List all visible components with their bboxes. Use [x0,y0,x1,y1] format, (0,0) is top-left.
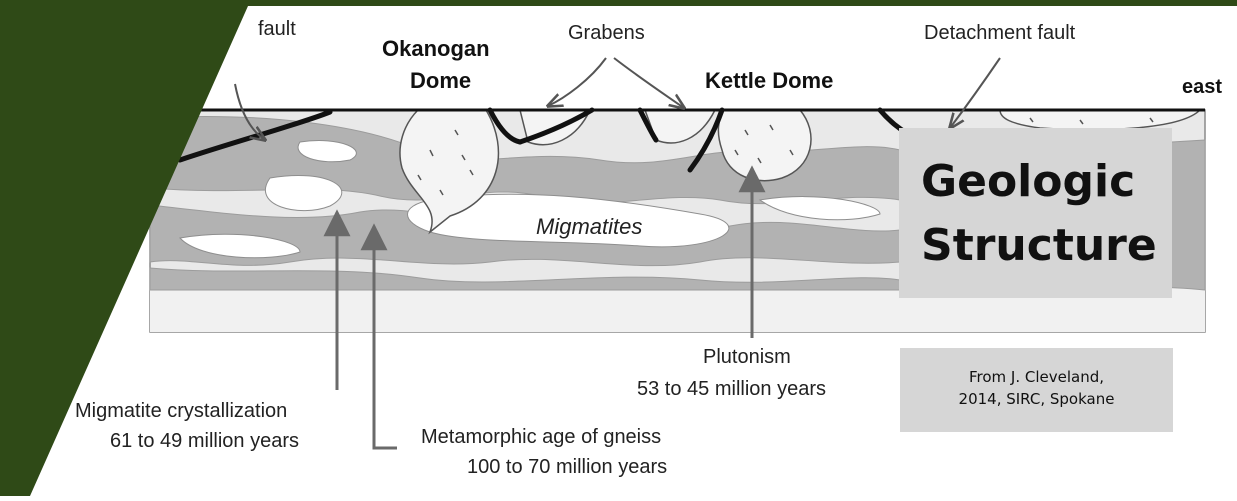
title-line2: Structure [921,220,1157,271]
credit-box: From J. Cleveland, 2014, SIRC, Spokane [900,348,1173,432]
credit-line1: From J. Cleveland, [900,368,1173,386]
title-box: Geologic Structure [899,128,1172,298]
credit-line2: 2014, SIRC, Spokane [900,390,1173,408]
title-line1: Geologic [921,156,1135,207]
